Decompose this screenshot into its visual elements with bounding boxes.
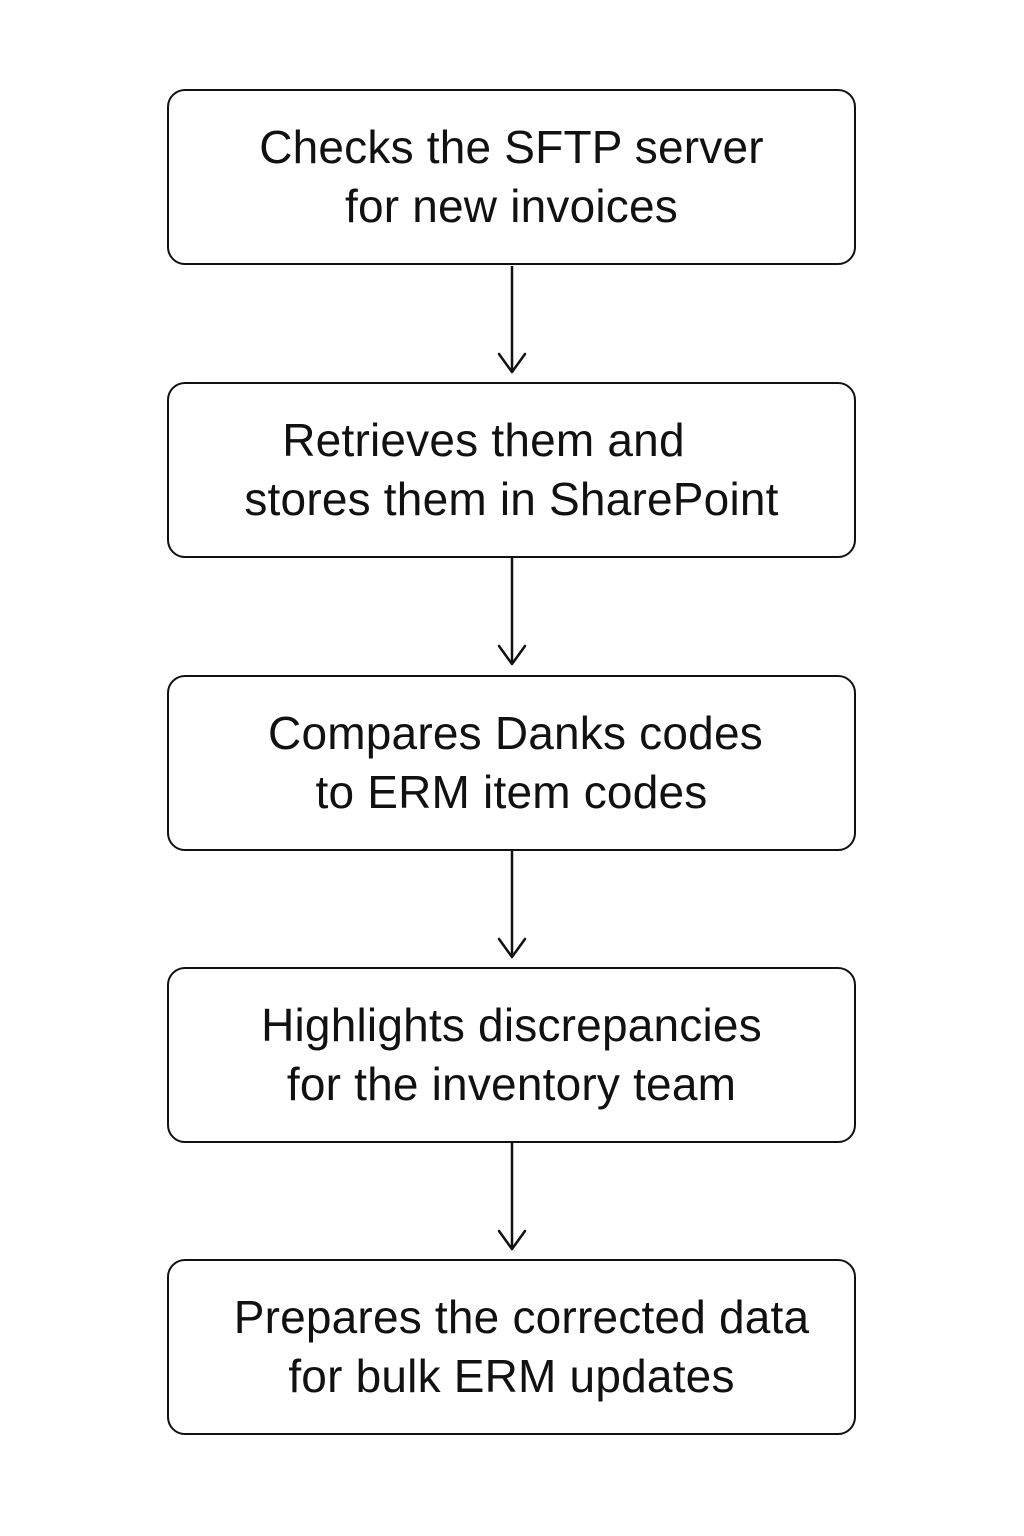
down-arrow-icon bbox=[497, 558, 527, 666]
flow-step-check-sftp: Checks the SFTP server for new invoices bbox=[167, 89, 856, 265]
step-label-line-1: Compares Danks codes bbox=[268, 707, 763, 759]
step-label-line-2: for bulk ERM updates bbox=[288, 1350, 735, 1402]
step-label-line-1: Retrieves them and bbox=[282, 414, 685, 466]
step-label-line-1: Highlights discrepancies bbox=[261, 999, 762, 1051]
step-label-line-2: for new invoices bbox=[344, 180, 678, 232]
step-label: Compares Danks codes to ERM item codes bbox=[260, 704, 763, 822]
down-arrow-icon bbox=[497, 851, 527, 959]
step-label-line-2: stores them in SharePoint bbox=[244, 473, 779, 525]
step-label-line-1: Checks the SFTP server bbox=[259, 121, 764, 173]
step-label-line-2: for the inventory team bbox=[286, 1058, 737, 1110]
down-arrow-icon bbox=[497, 1143, 527, 1251]
flow-step-compare-codes: Compares Danks codes to ERM item codes bbox=[167, 675, 856, 851]
down-arrow-icon bbox=[497, 266, 527, 374]
step-label: Prepares the corrected data for bulk ERM… bbox=[214, 1288, 810, 1406]
flow-step-highlight-discrepancies: Highlights discrepancies for the invento… bbox=[167, 967, 856, 1143]
step-label: Highlights discrepancies for the invento… bbox=[261, 996, 762, 1114]
step-label-line-2: to ERM item codes bbox=[315, 766, 708, 818]
step-label: Retrieves them and stores them in ShareP… bbox=[244, 411, 778, 529]
step-label: Checks the SFTP server for new invoices bbox=[259, 118, 764, 236]
flow-step-prepare-updates: Prepares the corrected data for bulk ERM… bbox=[167, 1259, 856, 1435]
step-label-line-1: Prepares the corrected data bbox=[233, 1291, 810, 1343]
flow-step-store-sharepoint: Retrieves them and stores them in ShareP… bbox=[167, 382, 856, 558]
